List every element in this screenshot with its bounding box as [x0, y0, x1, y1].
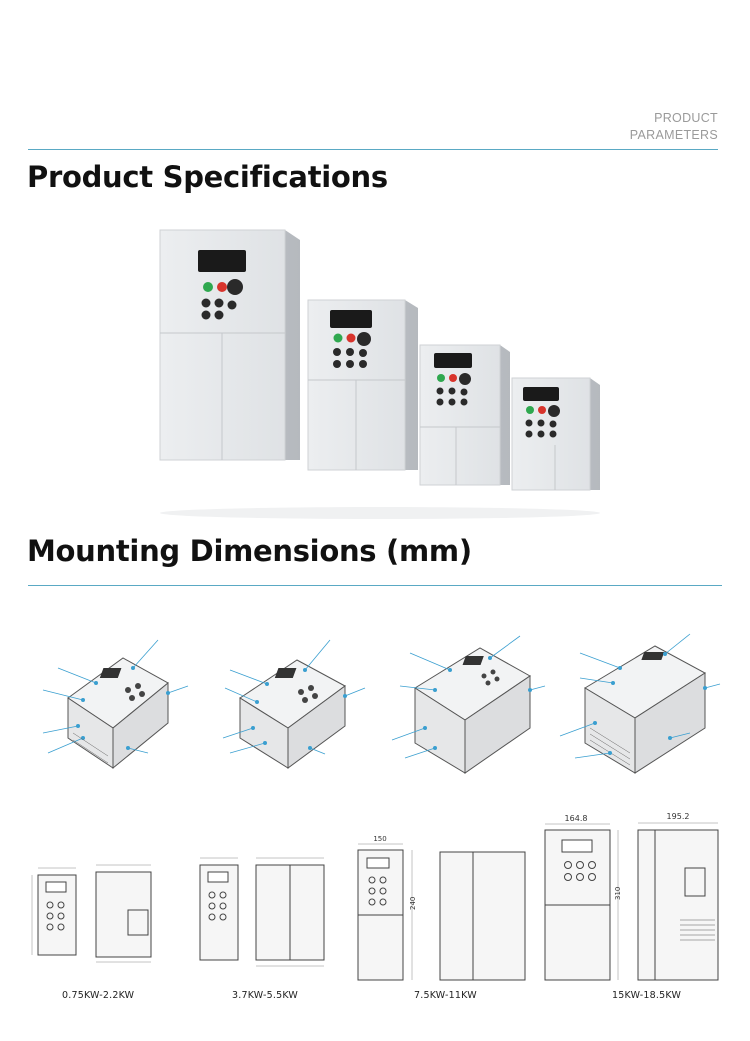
inverter-compact — [511, 377, 600, 491]
caption-0-75kw-2-2kw: 0.75KW-2.2KW — [62, 990, 135, 1001]
iso-diagram-1 — [42, 639, 189, 770]
iso-diagram-4 — [559, 633, 721, 774]
tag-line-2: PARAMETERS — [629, 128, 718, 142]
caption-7-5kw-11kw: 7.5KW-11KW — [414, 990, 477, 1001]
caption-3-7kw-5-5kw: 3.7KW-5.5KW — [232, 990, 299, 1001]
caption-15kw-18-5kw: 15KW-18.5KW — [612, 990, 682, 1001]
product-specifications-heading: Product Specifications — [27, 160, 388, 194]
dimension-drawing-3: 150 240 — [357, 835, 526, 981]
width-label-4: 164.8 — [565, 814, 588, 823]
mounting-dimensions-heading: Mounting Dimensions (mm) — [27, 534, 472, 568]
inverter-small — [419, 344, 510, 486]
inverter-medium — [307, 299, 418, 471]
tag-line-1: PRODUCT — [654, 111, 718, 125]
iso-diagram-3 — [391, 635, 546, 774]
height-label-4: 310 — [614, 887, 622, 900]
dimension-drawing-4: 164.8 195.2 310 — [544, 812, 719, 981]
depth-label-4: 195.2 — [667, 812, 690, 821]
mounting-divider — [28, 585, 722, 586]
width-label-3: 150 — [373, 835, 386, 843]
inverter-large — [159, 229, 300, 461]
dimension-drawing-2 — [199, 857, 325, 967]
header-divider — [28, 149, 718, 150]
height-label-3: 240 — [409, 897, 417, 910]
iso-diagram-2 — [222, 639, 366, 769]
dimension-drawing-1 — [31, 864, 152, 963]
product-parameters-tag: PRODUCT PARAMETERS — [630, 110, 718, 144]
product-photo — [159, 229, 600, 519]
